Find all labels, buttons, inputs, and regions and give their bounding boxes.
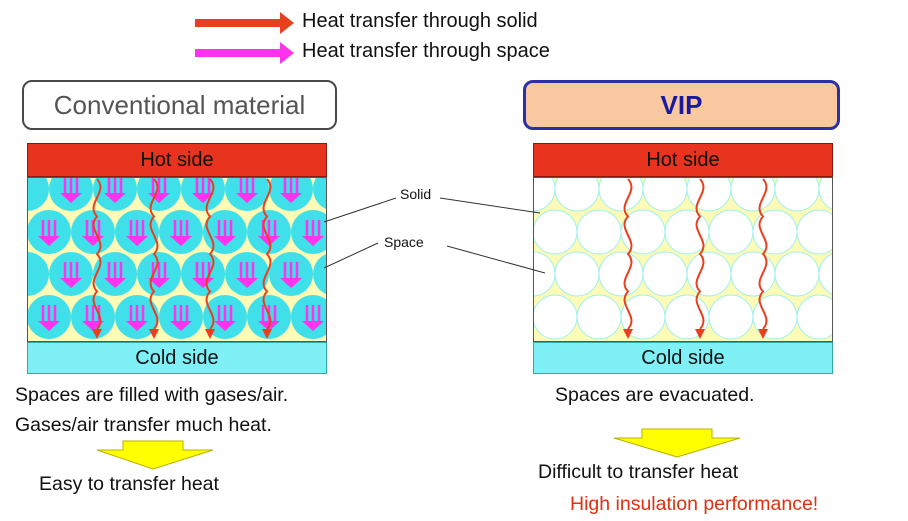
solid-heat-path bbox=[205, 178, 215, 330]
legend-space-label: Heat transfer through space bbox=[302, 40, 550, 62]
evacuated-space-circle bbox=[730, 251, 776, 297]
space-heat-arrow-icon bbox=[82, 305, 104, 331]
evacuated-space-circle bbox=[774, 251, 820, 297]
space-heat-arrow-icon bbox=[280, 177, 302, 203]
conventional-material-title: Conventional material bbox=[22, 80, 337, 130]
conventional-caption-1: Spaces are filled with gases/air. bbox=[15, 384, 289, 406]
space-heat-arrow-icon bbox=[302, 220, 324, 246]
evacuated-space-circle bbox=[533, 209, 578, 255]
conventional-title-text: Conventional material bbox=[53, 89, 306, 120]
evacuated-space-circle bbox=[796, 294, 833, 340]
solid-transfer-arrow-icon bbox=[195, 12, 294, 34]
space-heat-arrow-icon bbox=[126, 305, 148, 331]
evacuated-space-circle bbox=[796, 209, 833, 255]
conventional-hot-side: Hot side bbox=[27, 143, 327, 177]
conventional-result-arrow-icon bbox=[96, 440, 214, 470]
evacuated-space-circle bbox=[686, 251, 732, 297]
evacuated-space-circle bbox=[533, 294, 578, 340]
space-heat-arrow-icon bbox=[170, 305, 192, 331]
vip-solid-paths bbox=[623, 178, 768, 339]
space-heat-arrow-icon bbox=[60, 177, 82, 203]
vip-hot-label: Hot side bbox=[646, 148, 720, 171]
evacuated-space-circle bbox=[752, 209, 798, 255]
vip-result-arrow-icon bbox=[613, 428, 741, 458]
space-heat-arrow-icon bbox=[60, 262, 82, 288]
conventional-hot-label: Hot side bbox=[140, 148, 214, 171]
space-callout-label: Space bbox=[384, 234, 424, 250]
space-heat-arrow-icon bbox=[104, 262, 126, 288]
solid-heat-arrowhead-icon bbox=[262, 329, 272, 339]
solid-heat-arrowhead-icon bbox=[205, 329, 215, 339]
space-heat-arrow-icon bbox=[148, 177, 170, 203]
solid-heat-arrowhead-icon bbox=[695, 329, 705, 339]
evacuated-space-circle bbox=[576, 294, 622, 340]
vip-caption-1: Spaces are evacuated. bbox=[555, 384, 755, 406]
solid-heat-arrowhead-icon bbox=[92, 329, 102, 339]
solid-heat-arrowhead-icon bbox=[758, 329, 768, 339]
solid-heat-path bbox=[262, 178, 272, 330]
solid-heat-path bbox=[623, 178, 633, 330]
space-heat-arrow-icon bbox=[236, 262, 258, 288]
evacuated-space-circle bbox=[708, 209, 754, 255]
solid-heat-path bbox=[92, 178, 102, 330]
conventional-structure bbox=[27, 177, 327, 342]
gas-space-circle bbox=[27, 177, 49, 211]
vip-title-text: VIP bbox=[660, 89, 703, 120]
solid-heat-arrowhead-icon bbox=[149, 329, 159, 339]
space-heat-arrow-icon bbox=[126, 220, 148, 246]
solid-heat-arrowhead-icon bbox=[623, 329, 633, 339]
space-heat-arrow-icon bbox=[104, 177, 126, 203]
vip-cold-side: Cold side bbox=[533, 342, 833, 374]
space-heat-arrow-icon bbox=[236, 177, 258, 203]
conventional-solid-paths bbox=[92, 178, 272, 339]
space-heat-arrow-icon bbox=[38, 305, 60, 331]
vip-cold-label: Cold side bbox=[641, 346, 725, 369]
vip-title: VIP bbox=[523, 80, 840, 130]
gas-space-circle bbox=[27, 252, 49, 296]
evacuated-space-circle bbox=[576, 209, 622, 255]
evacuated-space-circle bbox=[818, 177, 833, 211]
evacuated-space-circle bbox=[554, 251, 600, 297]
conventional-result: Easy to transfer heat bbox=[39, 473, 219, 495]
solid-heat-path bbox=[149, 178, 159, 330]
gas-space-circle bbox=[313, 253, 327, 295]
vip-structure bbox=[533, 177, 833, 342]
vip-result: Difficult to transfer heat bbox=[538, 461, 739, 483]
space-heat-arrow-icon bbox=[280, 262, 302, 288]
vip-hot-side: Hot side bbox=[533, 143, 833, 177]
solid-heat-path bbox=[695, 178, 705, 330]
evacuated-space-circle bbox=[708, 294, 754, 340]
space-heat-arrow-icon bbox=[170, 220, 192, 246]
space-heat-arrow-icon bbox=[192, 177, 214, 203]
evacuated-space-circle bbox=[818, 252, 833, 296]
legend-arrows bbox=[195, 12, 294, 64]
space-transfer-arrow-icon bbox=[195, 42, 294, 64]
solid-heat-path bbox=[758, 178, 768, 330]
solid-callout-label: Solid bbox=[400, 186, 432, 202]
vip-highlight: High insulation performance! bbox=[570, 493, 819, 515]
space-heat-arrow-icon bbox=[214, 220, 236, 246]
legend-solid-label: Heat transfer through solid bbox=[302, 10, 538, 32]
conventional-cold-side: Cold side bbox=[27, 342, 327, 374]
space-heat-arrow-icon bbox=[302, 305, 324, 331]
conventional-caption-2: Gases/air transfer much heat. bbox=[15, 414, 272, 436]
space-heat-arrow-icon bbox=[38, 220, 60, 246]
evacuated-space-circle bbox=[642, 251, 688, 297]
space-heat-arrow-icon bbox=[214, 305, 236, 331]
evacuated-space-circle bbox=[598, 251, 644, 297]
conventional-cold-label: Cold side bbox=[135, 346, 219, 369]
gas-space-circle bbox=[313, 177, 327, 210]
